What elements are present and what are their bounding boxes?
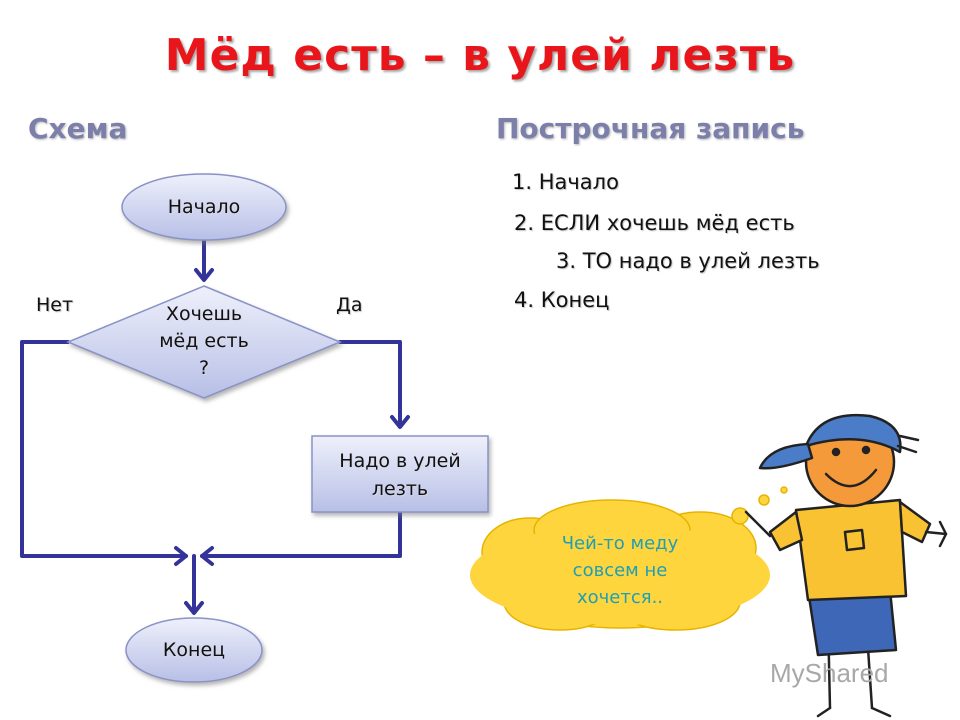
bubble-line-3: хочется..	[576, 587, 664, 608]
bubble-line-2: совсем не	[572, 560, 668, 581]
step-2: 2. ЕСЛИ хочешь мёд есть	[514, 211, 795, 235]
scheme-heading: Схема	[28, 112, 128, 145]
step-1: 1. Начало	[512, 170, 619, 194]
speech-bubble	[470, 486, 788, 631]
no-branch-label: Нет	[36, 294, 74, 316]
action-box	[311, 435, 489, 513]
arrowhead-action	[390, 415, 410, 429]
start-label: Начало	[167, 196, 241, 218]
action-label-line1: Надо в улей	[339, 450, 461, 472]
arrowhead-condition	[194, 268, 214, 282]
slide-title: Мёд есть – в улей лезть	[164, 30, 796, 81]
arrowhead-merge-right	[200, 546, 214, 566]
step-4: 4. Конец	[514, 288, 610, 312]
end-terminal	[125, 617, 263, 683]
action-label-line2: лезть	[371, 478, 429, 500]
speech-bubble-text: Чей-то меду совсем не хочется..	[520, 530, 720, 611]
arrowhead-merge-left	[174, 546, 188, 566]
listing-heading: Построчная запись	[496, 112, 805, 145]
connector-action-to-merge	[200, 510, 402, 558]
start-terminal	[121, 173, 287, 241]
step-3: 3. ТО надо в улей лезть	[556, 249, 820, 273]
condition-label-line2: мёд есть	[159, 330, 249, 352]
condition-label-line1: Хочешь	[165, 303, 243, 325]
condition-diamond	[66, 285, 342, 399]
condition-label-line3: ?	[198, 357, 210, 379]
watermark: MyShared	[770, 658, 889, 688]
connector-no-branch	[20, 340, 188, 558]
connector-yes-branch	[338, 340, 402, 427]
cartoon-boy-illustration	[744, 413, 948, 718]
arrowhead-end	[184, 601, 204, 615]
yes-branch-label: Да	[336, 294, 363, 316]
end-label: Конец	[162, 639, 226, 661]
bubble-line-1: Чей-то меду	[561, 533, 679, 554]
